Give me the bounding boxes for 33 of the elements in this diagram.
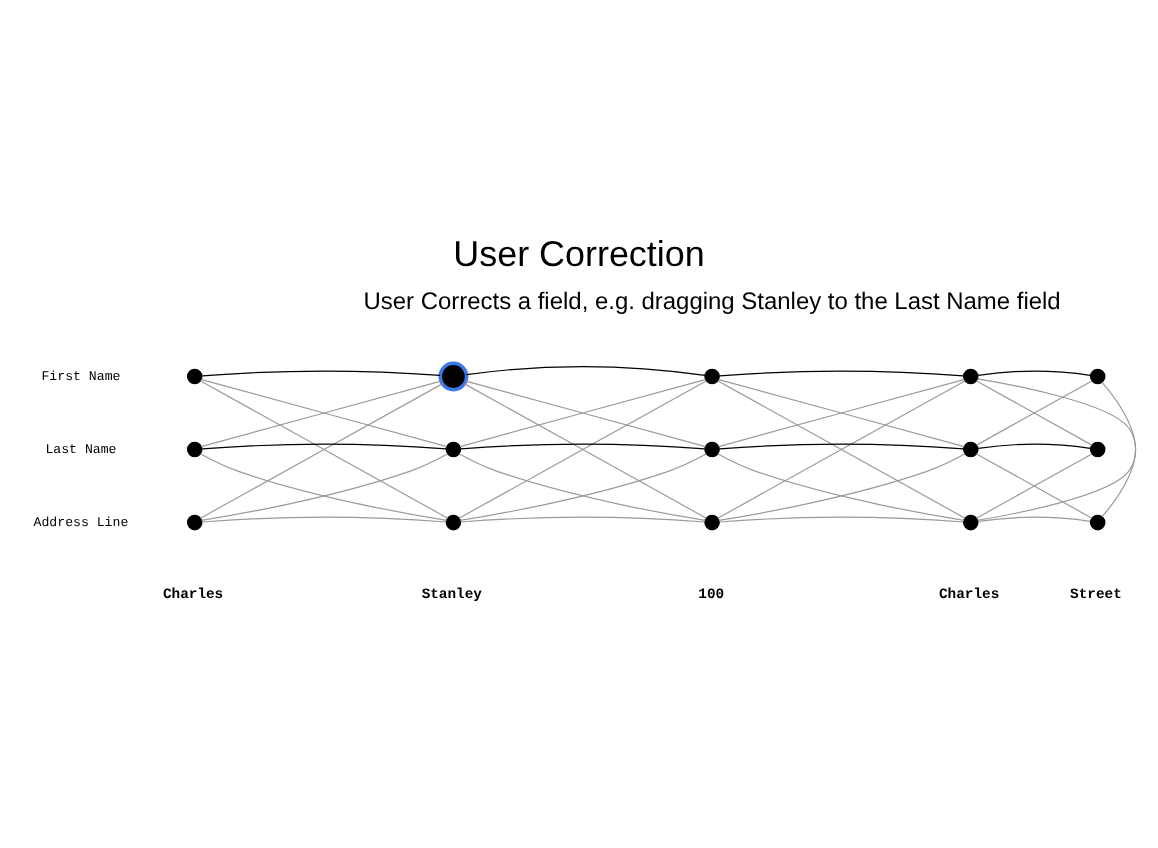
node-circle [704, 440, 720, 457]
connector [718, 378, 965, 447]
connector [465, 365, 706, 376]
connector [719, 442, 964, 449]
connector [201, 442, 447, 449]
node-circle [962, 367, 979, 384]
node-circle [438, 360, 469, 391]
connector [460, 515, 706, 522]
connector [719, 369, 964, 376]
label: User Corrects a field, e.g. dragging Stanley to the Last Name field [363, 286, 1061, 315]
node-circle [704, 367, 720, 384]
connector [717, 379, 966, 518]
node-circle [962, 440, 979, 457]
node-circle [445, 440, 462, 457]
connector [977, 442, 1091, 448]
connector [201, 369, 441, 376]
connector [201, 515, 447, 522]
node-circle [704, 513, 720, 530]
node-circle [445, 513, 462, 530]
connector [977, 515, 1091, 521]
node-circle [186, 440, 203, 457]
diagram-title: User Correction [453, 233, 705, 274]
connector [460, 442, 706, 449]
node-circle [1089, 367, 1106, 384]
node-circle [1089, 513, 1106, 530]
connector [975, 452, 1093, 518]
connector [719, 515, 964, 522]
node-circle [186, 513, 203, 530]
node-circle [186, 367, 203, 384]
connector [975, 379, 1093, 445]
connector [977, 369, 1091, 375]
node-circle [1089, 440, 1106, 457]
node-circle [962, 513, 979, 530]
